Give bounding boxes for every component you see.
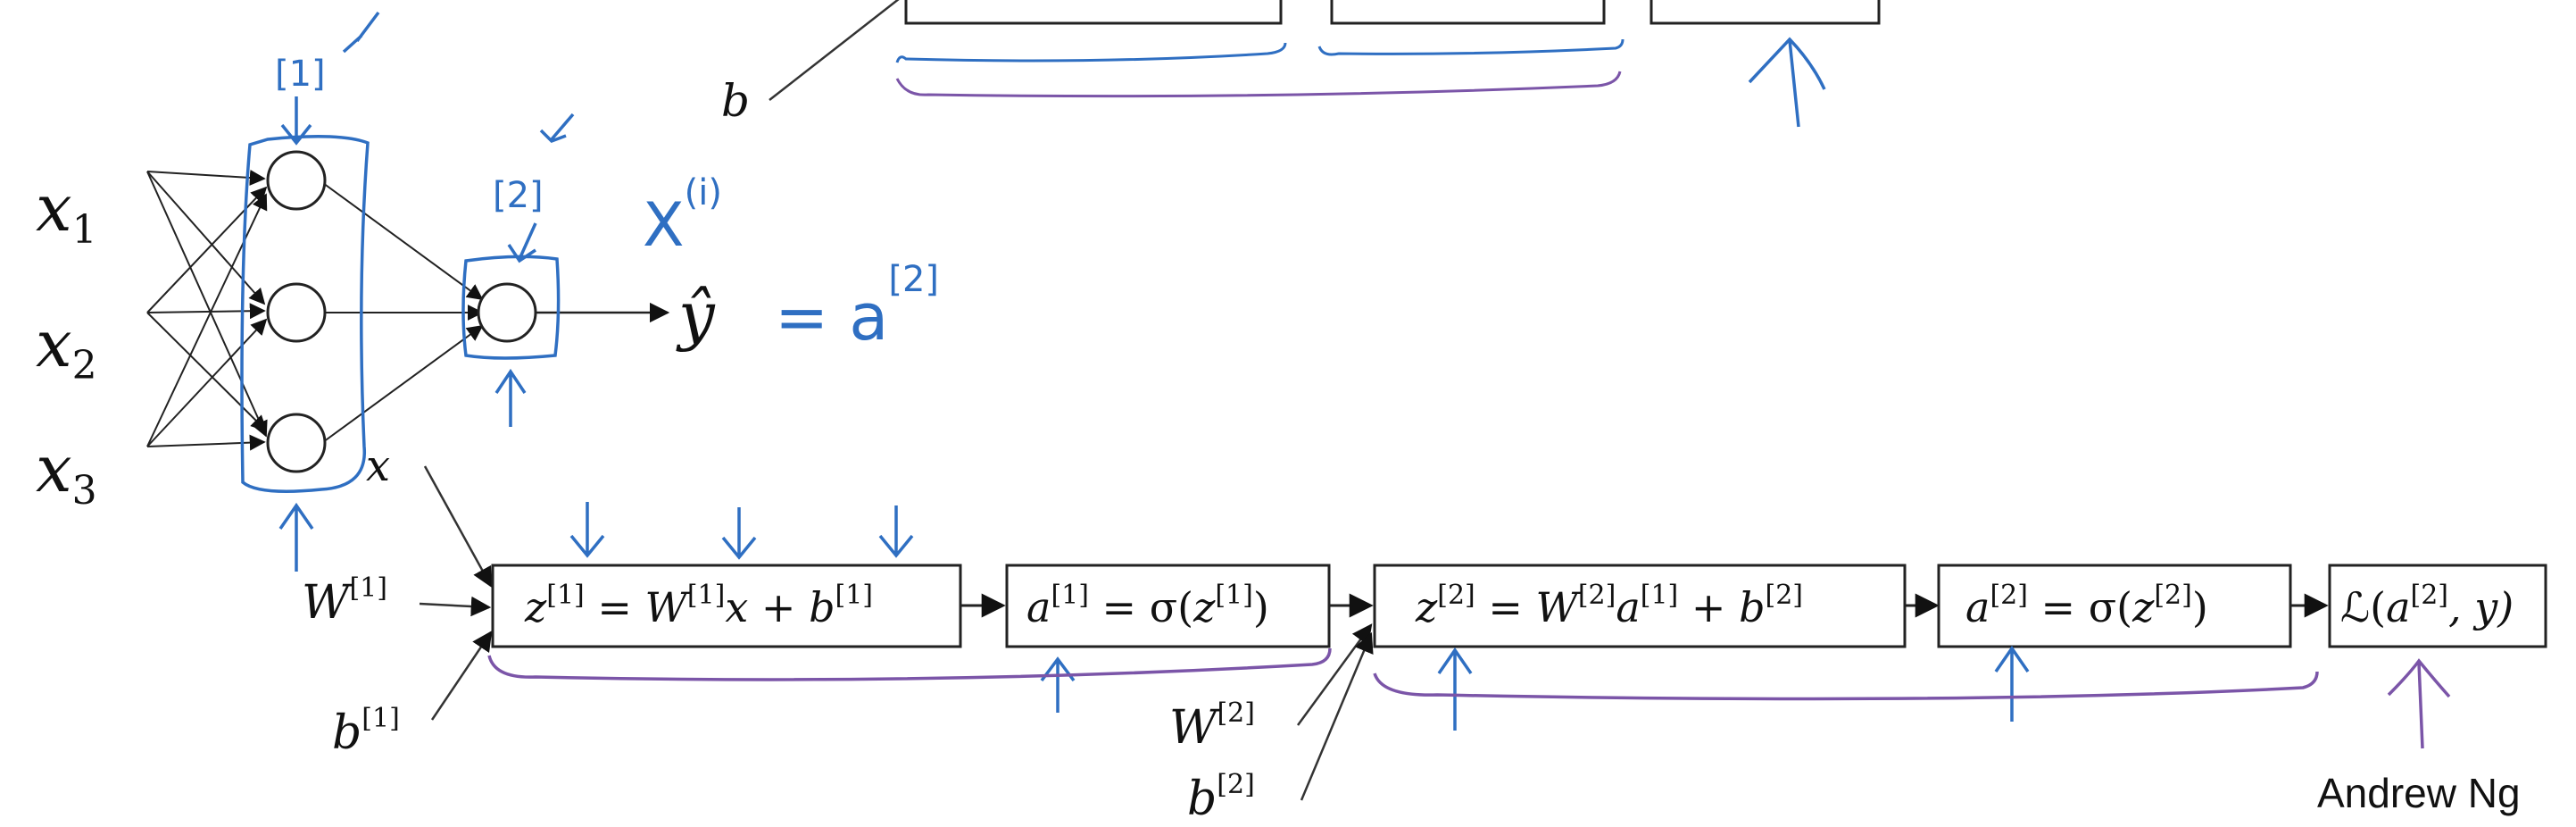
b2-line [1300, 631, 1374, 801]
input-x1: x1 [36, 171, 97, 253]
computation-graph: x W[1] b[1] z[1] = W[1]x + b[1] a[1] = σ… [302, 441, 2547, 826]
z1-down-arrow-2 [721, 507, 757, 560]
layer2-down-arrow [507, 222, 537, 263]
b1-label: b[1] [332, 703, 400, 760]
layer2-small-arrow [539, 113, 575, 144]
layer1-annotation: [1] [275, 54, 326, 95]
loss-expression: ℒ(a[2], y) [2340, 580, 2514, 631]
a2-up-arrow [1994, 645, 2030, 722]
credit-text: Andrew Ng [2317, 770, 2521, 816]
x-i-annotation: X(i) [643, 172, 722, 261]
a1-up-arrow [1040, 656, 1076, 713]
top-blue-bracket-2 [1317, 38, 1625, 56]
hidden-output-edges [322, 182, 484, 443]
layer1-box [240, 135, 370, 493]
w1-line [419, 596, 492, 617]
z2-box [1373, 564, 1907, 648]
a1-box [1005, 564, 1331, 648]
layer2-bracket [1373, 671, 2319, 701]
top-fragment: b [721, 0, 1881, 128]
network: x1 x2 x3 ŷ [36, 150, 716, 514]
eq-a-annotation: = a[2] [775, 259, 939, 355]
input-x3: x3 [36, 431, 97, 514]
b1-line [430, 631, 493, 721]
y-hat-label: ŷ [676, 278, 716, 353]
top-purple-bracket [895, 71, 1622, 98]
layer1-up-arrow [278, 502, 314, 572]
b2-label: b[2] [1187, 769, 1255, 826]
z1-down-arrow-1 [569, 502, 605, 558]
top-box-1 [904, 0, 1283, 25]
layer1-bracket [487, 647, 1332, 681]
output-node [477, 282, 537, 343]
top-box-2 [1330, 0, 1606, 25]
layer2-up-arrow [494, 368, 527, 427]
hidden-node-2 [266, 282, 327, 343]
x-input-line [423, 465, 493, 588]
loss-box [2328, 564, 2547, 648]
z1-down-arrow-3 [878, 505, 914, 558]
top-b-label: b [721, 75, 750, 127]
z2-up-arrow [1437, 647, 1473, 731]
x-input-label: x [366, 441, 390, 491]
w2-label: W[2] [1169, 698, 1255, 755]
hidden-node-3 [266, 413, 327, 473]
a2-expression: a[2] = σ(z[2]) [1965, 580, 2208, 631]
hidden-node-1 [266, 150, 327, 211]
network-annotations: [1] [2] X(i) = a[2] [240, 11, 939, 572]
graph-annotations [487, 502, 2451, 749]
z1-expression: z[1] = W[1]x + b[1] [524, 580, 873, 631]
w1-label: W[1] [302, 572, 387, 630]
top-b-line [769, 0, 900, 101]
a1-expression: a[1] = σ(z[1]) [1026, 580, 1269, 631]
z2-expression: z[2] = W[2]a[1] + b[2] [1415, 580, 1803, 631]
loss-up-arrow [2387, 658, 2451, 749]
top-blue-bracket-1 [895, 42, 1287, 63]
top-up-arrow [1748, 37, 1826, 128]
layer1-small-arrow [342, 11, 380, 54]
layer2-annotation: [2] [493, 175, 544, 216]
input-hidden-edges [146, 170, 268, 451]
input-x2: x2 [36, 306, 97, 388]
layer1-down-arrow [280, 96, 312, 146]
layer2-box [461, 255, 561, 360]
z1-box [491, 564, 962, 648]
a2-box [1937, 564, 2292, 648]
top-box-3 [1649, 0, 1881, 25]
